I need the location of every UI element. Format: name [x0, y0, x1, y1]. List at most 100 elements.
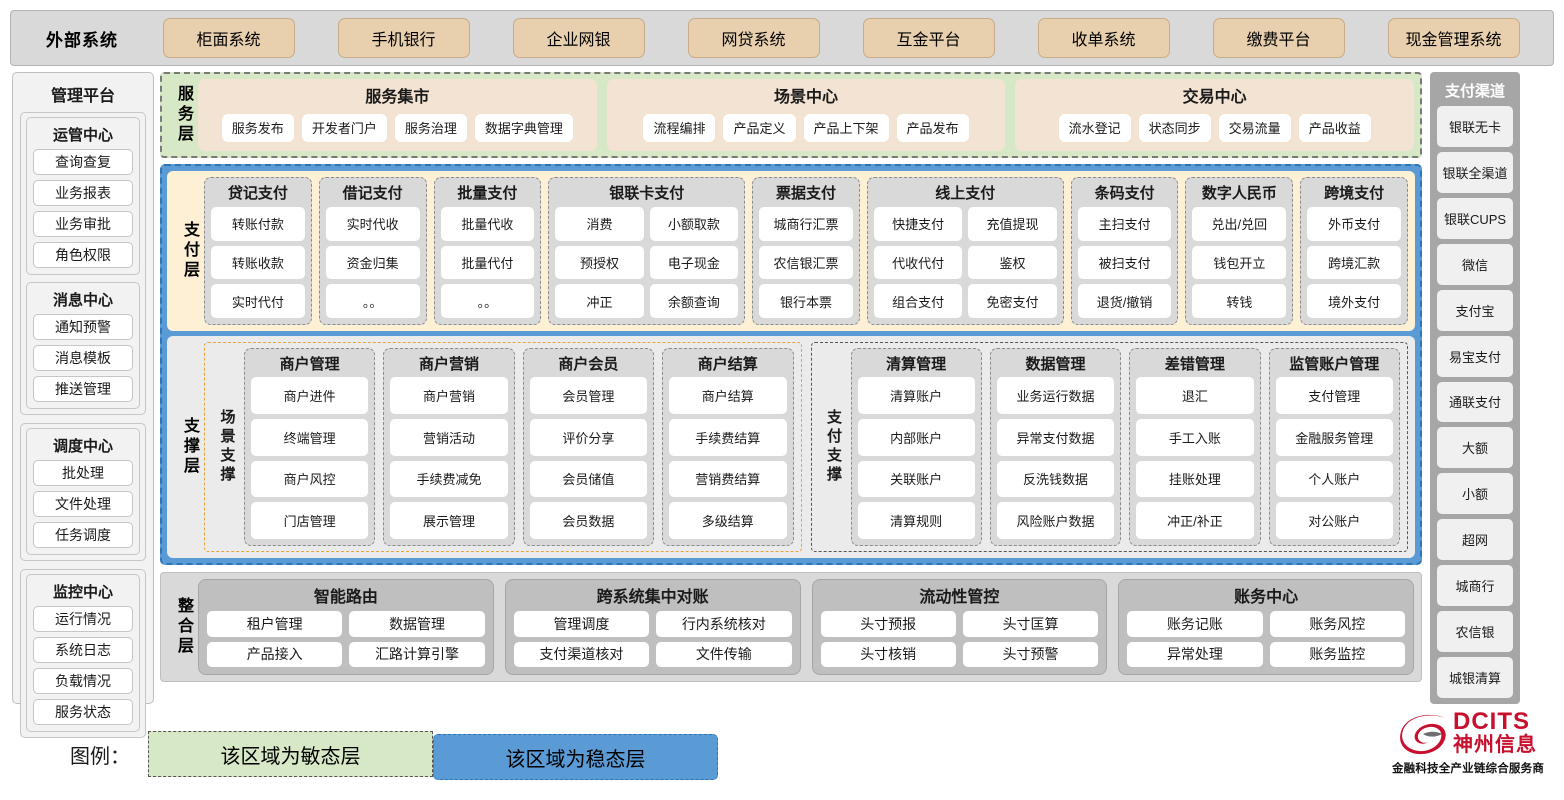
management-item[interactable]: 运行情况 [33, 606, 133, 632]
integration-item[interactable]: 文件传输 [656, 641, 792, 667]
integration-item[interactable]: 产品接入 [207, 641, 343, 667]
payment-item[interactable]: 组合支付 [873, 284, 963, 318]
support-item[interactable]: 退汇 [1136, 377, 1254, 414]
support-item[interactable]: 会员数据 [529, 502, 648, 539]
payment-channel-item[interactable]: 银联全渠道 [1437, 151, 1513, 193]
service-item[interactable]: 服务发布 [221, 113, 294, 142]
management-item[interactable]: 负载情况 [33, 668, 133, 694]
support-item[interactable]: 终端管理 [251, 418, 369, 456]
payment-channel-item[interactable]: 农信银 [1437, 611, 1513, 653]
payment-item[interactable]: 批量代付 [440, 245, 535, 280]
payment-item[interactable]: 预授权 [555, 245, 644, 280]
payment-channel-item[interactable]: 银联CUPS [1437, 197, 1513, 239]
payment-channel-item[interactable]: 银联无卡 [1437, 106, 1513, 147]
service-item[interactable]: 流程编排 [643, 113, 716, 142]
support-item[interactable]: 金融服务管理 [1275, 418, 1393, 456]
service-item[interactable]: 交易流量 [1218, 113, 1291, 142]
payment-item[interactable]: 兑出/兑回 [1192, 207, 1287, 241]
support-item[interactable]: 对公账户 [1275, 502, 1393, 539]
integration-item[interactable]: 汇路计算引擎 [349, 641, 485, 667]
management-item[interactable]: 任务调度 [33, 522, 133, 548]
payment-item[interactable]: 钱包开立 [1192, 245, 1287, 280]
payment-item[interactable]: 外币支付 [1307, 207, 1402, 241]
service-item[interactable]: 流水登记 [1058, 113, 1131, 142]
integration-item[interactable]: 账务风控 [1269, 611, 1405, 637]
external-system-chip[interactable]: 网贷系统 [687, 18, 820, 58]
payment-item[interactable]: 银行本票 [759, 284, 853, 319]
payment-item[interactable]: 。。 [325, 284, 420, 319]
support-item[interactable]: 门店管理 [251, 502, 369, 539]
integration-item[interactable]: 账务监控 [1269, 641, 1405, 667]
payment-item[interactable]: 。。 [440, 284, 535, 319]
management-item[interactable]: 消息模板 [33, 345, 133, 371]
external-system-chip[interactable]: 柜面系统 [162, 18, 295, 58]
payment-item[interactable]: 快捷支付 [873, 207, 963, 241]
service-item[interactable]: 开发者门户 [301, 113, 387, 142]
integration-item[interactable]: 头寸核销 [820, 641, 956, 667]
support-item[interactable]: 商户进件 [251, 377, 369, 414]
management-item[interactable]: 业务审批 [33, 211, 133, 237]
support-item[interactable]: 商户风控 [251, 460, 369, 498]
support-item[interactable]: 手续费减免 [390, 460, 508, 498]
support-item[interactable]: 清算规则 [857, 502, 975, 539]
integration-item[interactable]: 账务记账 [1127, 611, 1263, 637]
integration-item[interactable]: 租户管理 [207, 611, 343, 637]
support-item[interactable]: 营销活动 [390, 418, 508, 456]
payment-item[interactable]: 转账付款 [211, 207, 305, 241]
payment-item[interactable]: 城商行汇票 [759, 207, 853, 241]
service-item[interactable]: 服务治理 [394, 113, 467, 142]
integration-item[interactable]: 头寸预报 [820, 611, 956, 637]
external-system-chip[interactable]: 收单系统 [1037, 18, 1170, 58]
external-system-chip[interactable]: 现金管理系统 [1387, 18, 1520, 58]
external-system-chip[interactable]: 手机银行 [337, 18, 470, 58]
service-item[interactable]: 数据字典管理 [474, 113, 573, 142]
payment-channel-item[interactable]: 通联支付 [1437, 381, 1513, 423]
payment-channel-item[interactable]: 大额 [1437, 427, 1513, 469]
support-item[interactable]: 挂账处理 [1136, 460, 1254, 498]
service-item[interactable]: 产品上下架 [803, 113, 889, 142]
integration-item[interactable]: 数据管理 [349, 611, 485, 637]
payment-item[interactable]: 农信银汇票 [759, 245, 853, 280]
support-item[interactable]: 异常支付数据 [996, 418, 1115, 456]
support-item[interactable]: 反洗钱数据 [996, 460, 1115, 498]
payment-item[interactable]: 主扫支付 [1077, 207, 1172, 241]
payment-item[interactable]: 充值提现 [968, 207, 1057, 241]
management-item[interactable]: 查询查复 [33, 149, 133, 175]
payment-item[interactable]: 转账收款 [211, 245, 305, 280]
integration-item[interactable]: 异常处理 [1127, 641, 1263, 667]
external-system-chip[interactable]: 企业网银 [512, 18, 645, 58]
payment-channel-item[interactable]: 微信 [1437, 243, 1513, 285]
service-item[interactable]: 产品定义 [723, 113, 796, 142]
payment-item[interactable]: 实时代付 [211, 284, 305, 319]
payment-item[interactable]: 退货/撤销 [1077, 284, 1172, 319]
management-item[interactable]: 业务报表 [33, 180, 133, 206]
integration-item[interactable]: 头寸预警 [962, 641, 1099, 667]
support-item[interactable]: 清算账户 [857, 377, 975, 414]
payment-item[interactable]: 境外支付 [1307, 284, 1402, 319]
support-item[interactable]: 会员储值 [529, 460, 648, 498]
payment-channel-item[interactable]: 超网 [1437, 519, 1513, 561]
management-item[interactable]: 系统日志 [33, 637, 133, 663]
payment-item[interactable]: 转钱 [1192, 284, 1287, 319]
management-item[interactable]: 推送管理 [33, 376, 133, 402]
support-item[interactable]: 风险账户数据 [996, 502, 1115, 539]
payment-item[interactable]: 代收代付 [873, 245, 963, 280]
payment-item[interactable]: 消费 [555, 207, 644, 241]
payment-item[interactable]: 资金归集 [325, 245, 420, 280]
payment-item[interactable]: 电子现金 [649, 245, 739, 280]
support-item[interactable]: 多级结算 [669, 502, 787, 539]
support-item[interactable]: 内部账户 [857, 418, 975, 456]
management-item[interactable]: 角色权限 [33, 242, 133, 268]
payment-item[interactable]: 余额查询 [649, 284, 739, 318]
support-item[interactable]: 手工入账 [1136, 418, 1254, 456]
payment-item[interactable]: 免密支付 [968, 284, 1057, 318]
integration-item[interactable]: 管理调度 [513, 611, 650, 637]
payment-item[interactable]: 冲正 [555, 284, 644, 318]
support-item[interactable]: 关联账户 [857, 460, 975, 498]
support-item[interactable]: 手续费结算 [669, 418, 787, 456]
payment-channel-item[interactable]: 城商行 [1437, 565, 1513, 607]
support-item[interactable]: 会员管理 [529, 377, 648, 414]
payment-item[interactable]: 鉴权 [968, 245, 1057, 280]
support-item[interactable]: 评价分享 [529, 418, 648, 456]
management-item[interactable]: 通知预警 [33, 314, 133, 340]
